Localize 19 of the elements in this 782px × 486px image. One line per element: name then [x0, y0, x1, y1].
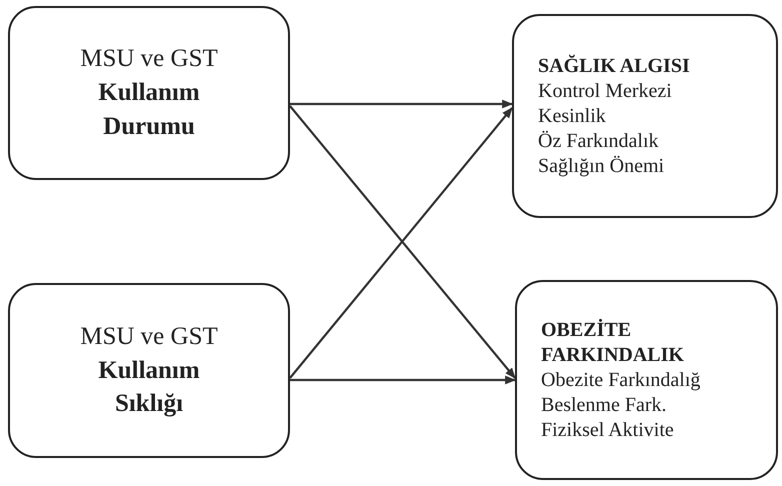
arrow [290, 100, 514, 108]
box-text: MSU ve GST [80, 44, 218, 74]
box-text: Beslenme Fark. [541, 392, 667, 418]
arrow [290, 376, 516, 384]
box-text: Kullanım Durumu [97, 78, 201, 142]
rounded-box [515, 280, 778, 480]
box-text: Kesinlik [538, 104, 606, 128]
box-text: Fiziksel Aktivite [541, 418, 674, 442]
rounded-box [8, 6, 290, 180]
box-text: Obezite Farkındalığ [541, 368, 700, 392]
box-text: Kontrol Merkezi [538, 78, 672, 104]
rounded-box [8, 283, 290, 458]
rounded-box [512, 14, 778, 218]
box-text: Öz Farkındalık [538, 128, 659, 154]
box-text: Sağlığın Önemi [538, 154, 664, 178]
box-text: MSU ve GST [80, 322, 218, 352]
box-text: Kullanım Sıklığı [97, 356, 201, 420]
box-heading: OBEZİTE FARKINDALIK [541, 318, 685, 368]
box-heading: SAĞLIK ALGISI [538, 54, 690, 78]
